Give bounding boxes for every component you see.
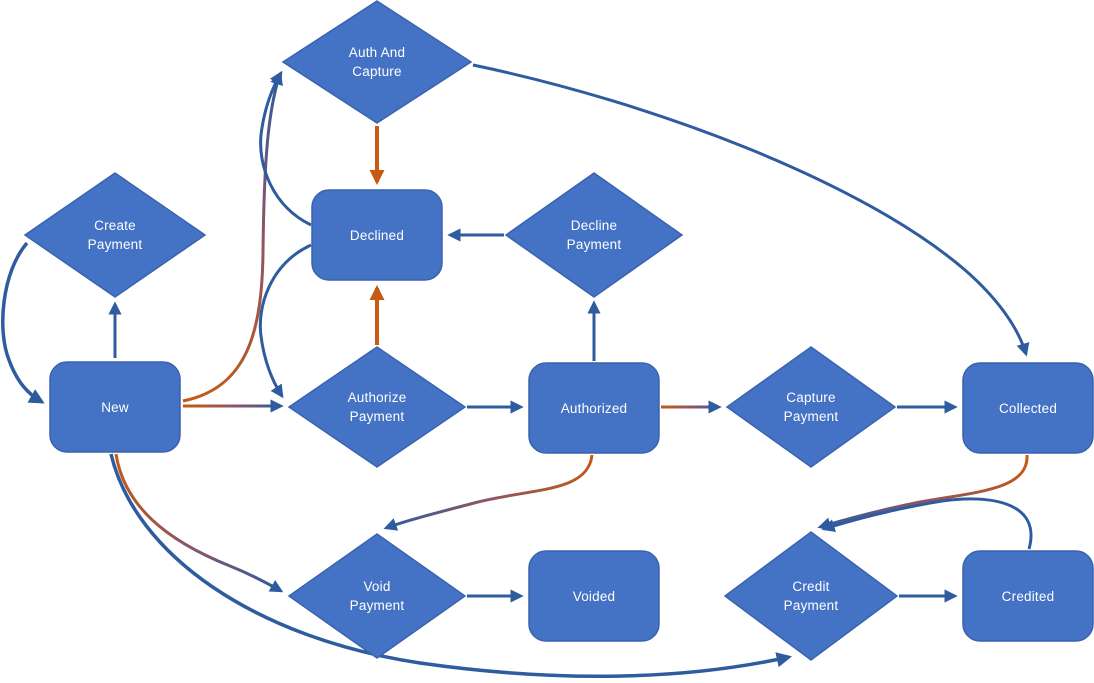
declined-label: Declined bbox=[350, 228, 404, 243]
declined-rounded-rect-shape bbox=[311, 189, 443, 281]
authorize-payment-diamond-shape bbox=[287, 346, 467, 468]
node-new: New bbox=[49, 361, 181, 453]
node-credited: Credited bbox=[962, 550, 1094, 642]
authorized-label: Authorized bbox=[561, 401, 628, 416]
edge-credited-to-credit-payment bbox=[821, 497, 1033, 550]
decline-payment-diamond-shape bbox=[504, 172, 684, 298]
node-collected: Collected bbox=[962, 362, 1094, 454]
edge-collected-to-credit-payment bbox=[817, 454, 1029, 531]
edge-declined-to-auth-and-capture bbox=[259, 70, 312, 227]
auth-and-capture-diamond-shape bbox=[281, 0, 473, 124]
collected-label: Collected bbox=[999, 401, 1057, 416]
new-label: New bbox=[101, 400, 129, 415]
node-declined: Declined bbox=[311, 189, 443, 281]
edge-create-payment-to-new bbox=[1, 241, 45, 404]
capture-payment-diamond-shape bbox=[725, 346, 897, 468]
edge-new-to-credit-payment bbox=[109, 453, 793, 679]
voided-label: Voided bbox=[573, 589, 616, 604]
node-authorized: Authorized bbox=[528, 362, 660, 454]
void-payment-diamond-shape bbox=[287, 533, 467, 659]
credit-payment-diamond-shape bbox=[723, 531, 899, 661]
collected-rounded-rect-shape bbox=[962, 362, 1094, 454]
edge-auth-and-capture-to-collected bbox=[472, 63, 1030, 357]
edge-declined-to-authorize-payment bbox=[258, 243, 312, 399]
voided-rounded-rect-shape bbox=[528, 550, 660, 642]
edge-new-to-void-payment bbox=[114, 453, 284, 593]
credited-rounded-rect-shape bbox=[962, 550, 1094, 642]
new-rounded-rect-shape bbox=[49, 361, 181, 453]
node-voided: Voided bbox=[528, 550, 660, 642]
connector-layer bbox=[1, 63, 1033, 679]
edge-authorized-to-void-payment bbox=[383, 454, 594, 531]
authorized-rounded-rect-shape bbox=[528, 362, 660, 454]
edge-new-to-auth-and-capture bbox=[182, 71, 283, 403]
create-payment-diamond-shape bbox=[23, 172, 207, 298]
credited-label: Credited bbox=[1002, 589, 1055, 604]
